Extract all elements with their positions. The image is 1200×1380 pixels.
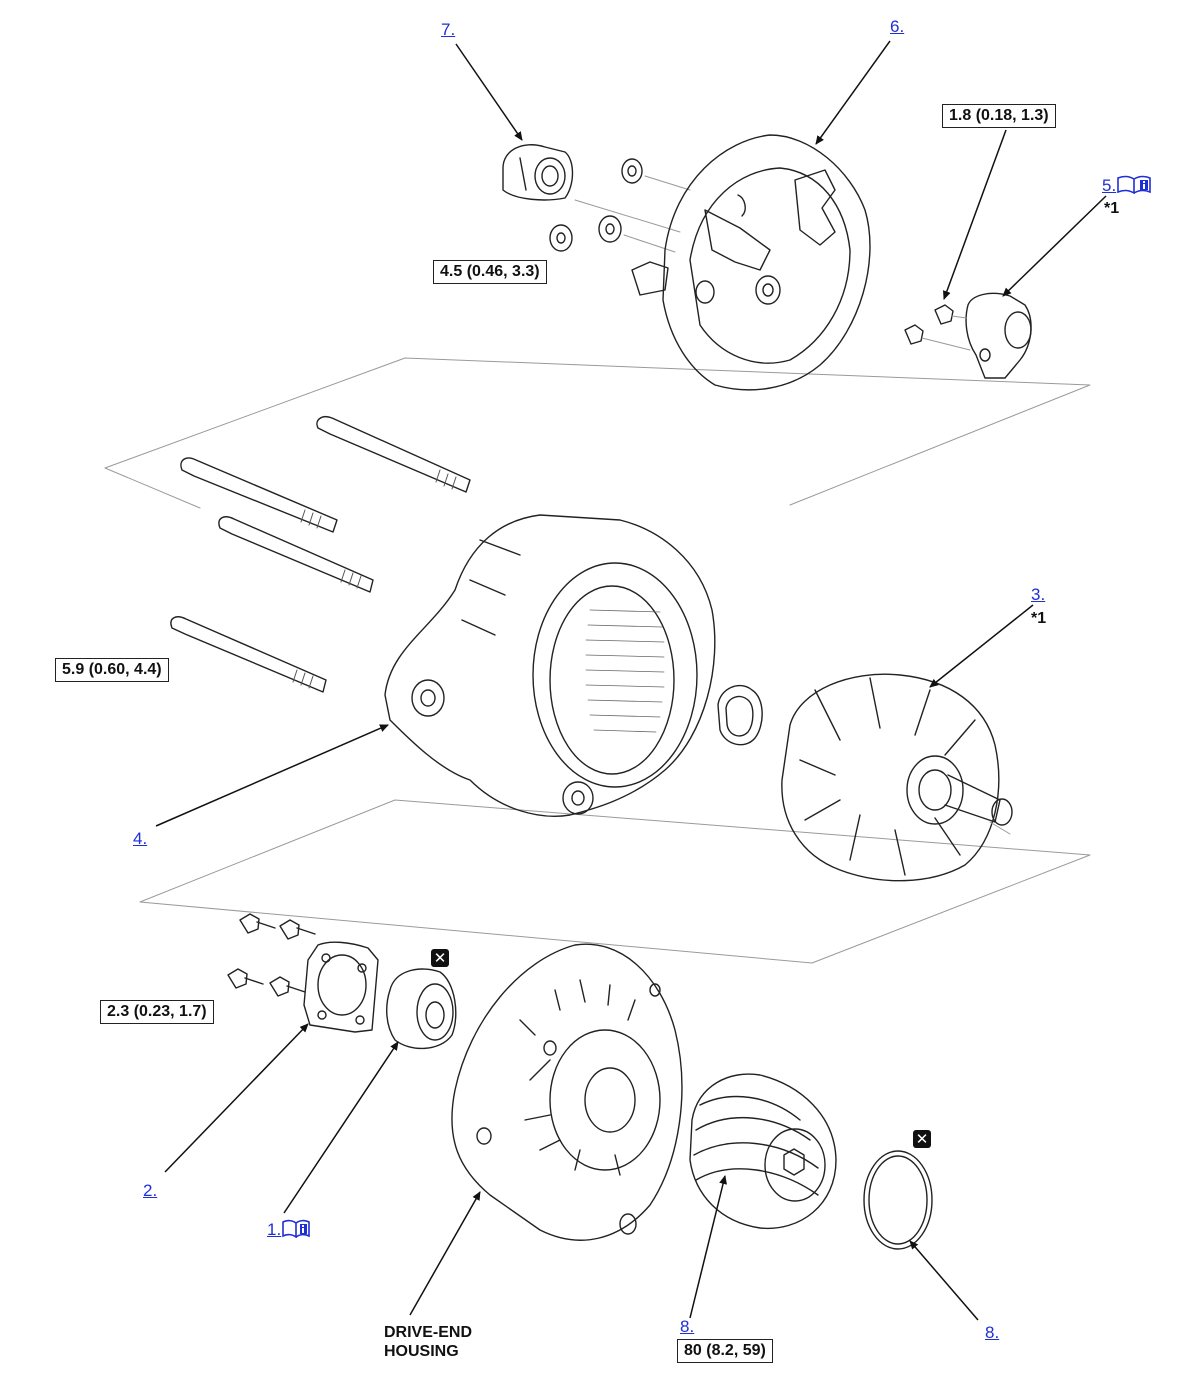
book-info-icon[interactable] bbox=[1117, 175, 1159, 194]
assembly-plane-lines bbox=[104, 357, 1091, 964]
callout-6[interactable]: 6. bbox=[890, 17, 905, 36]
callout-1-label[interactable]: 1. bbox=[267, 1220, 282, 1239]
through-bolts bbox=[170, 416, 471, 693]
rear-cover-nuts bbox=[549, 158, 691, 253]
drive-end-label-line2: HOUSING bbox=[384, 1343, 459, 1360]
torque-1-8: 1.8 (0.18, 1.3) bbox=[942, 104, 1056, 128]
torque-4-5: 4.5 (0.46, 3.3) bbox=[433, 260, 547, 284]
callout-4[interactable]: 4. bbox=[133, 829, 148, 848]
drive-end-housing bbox=[451, 943, 683, 1241]
note-star1-rotor: *1 bbox=[1031, 610, 1047, 627]
part-7-cap bbox=[502, 144, 574, 201]
replace-badge-icon: ✕ bbox=[913, 1130, 931, 1148]
part-1-bearing bbox=[386, 968, 457, 1050]
callout-5[interactable]: 5. bbox=[1102, 175, 1159, 196]
leader-lines bbox=[155, 40, 1107, 1321]
callout-3[interactable]: 3. bbox=[1031, 585, 1046, 604]
retainer-screws bbox=[227, 913, 316, 997]
callout-7[interactable]: 7. bbox=[441, 20, 456, 39]
drive-end-housing-label: DRIVE-END HOUSING bbox=[384, 1323, 472, 1361]
part-8-pulley bbox=[689, 1073, 837, 1230]
rotor-washer bbox=[717, 685, 763, 746]
callout-2[interactable]: 2. bbox=[143, 1181, 158, 1200]
torque-2-3: 2.3 (0.23, 1.7) bbox=[100, 1000, 214, 1024]
book-info-icon[interactable] bbox=[282, 1219, 312, 1238]
callout-8-pulley[interactable]: 8. bbox=[680, 1317, 695, 1336]
callout-1[interactable]: 1. bbox=[267, 1219, 312, 1240]
part-5-brush-holder bbox=[904, 292, 1032, 379]
callout-5-label[interactable]: 5. bbox=[1102, 176, 1117, 195]
torque-80: 80 (8.2, 59) bbox=[677, 1339, 773, 1363]
part-3-rotor bbox=[781, 673, 1013, 882]
part-2-retainer-plate bbox=[303, 941, 379, 1033]
drive-end-label-line1: DRIVE-END bbox=[384, 1324, 473, 1341]
part-4-stator-housing bbox=[384, 514, 716, 817]
callout-8-seal[interactable]: 8. bbox=[985, 1323, 1000, 1342]
note-star1-holder: *1 bbox=[1104, 200, 1120, 217]
part-6-rear-cover bbox=[631, 134, 871, 391]
torque-5-9: 5.9 (0.60, 4.4) bbox=[55, 658, 169, 682]
replace-badge-icon: ✕ bbox=[431, 949, 449, 967]
part-8-seal-ring bbox=[863, 1150, 933, 1250]
